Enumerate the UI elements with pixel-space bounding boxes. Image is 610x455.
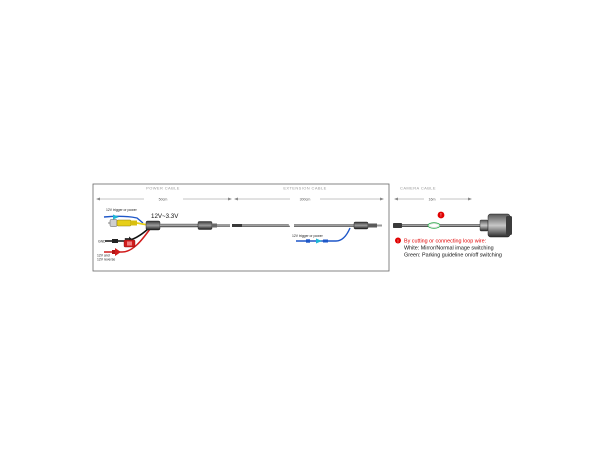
- power-cable-length: 50cm: [159, 197, 168, 201]
- note-line-2: White: Mirror/Normal image switching: [404, 246, 494, 252]
- power-cable-dimension: 50cm: [96, 197, 232, 201]
- loop-wire-note: ! By cutting or connecting loop wire: Wh…: [395, 237, 502, 259]
- fuse-holder: [123, 239, 136, 248]
- note-line-3: Green: Parking guideline on/off switchin…: [404, 253, 502, 259]
- power-cable-connector: [197, 221, 230, 230]
- gnd-wire: GND: [98, 228, 149, 246]
- reverse-power-wire: 12V and 12V reverse: [97, 228, 151, 262]
- extension-cable-dimension: 300cm: [234, 197, 384, 201]
- voltage-label: 12V~3.3V: [151, 213, 179, 220]
- wire-junction: [145, 220, 161, 231]
- rca-video-connector: [108, 219, 149, 227]
- svg-text:!: !: [397, 238, 398, 243]
- reverse-label-line1: 12V and: [97, 254, 110, 258]
- cyan-arrow-icon: [316, 238, 322, 244]
- trigger-power-ext-label: 12V trigger or power: [292, 234, 324, 238]
- camera-cable: [393, 222, 480, 229]
- extension-cable-title: EXTENSION CABLE: [283, 186, 326, 191]
- extension-cable: [232, 220, 382, 231]
- camera-cable-dimension: 16m: [394, 197, 472, 201]
- power-cable: [160, 223, 198, 228]
- camera-cable-length: 16m: [429, 197, 436, 201]
- note-warning-icon: [395, 237, 401, 244]
- power-cable-title: POWER CABLE: [146, 186, 180, 191]
- trigger-wire-top: 12V trigger or power: [103, 208, 144, 224]
- note-line-1: By cutting or connecting loop wire:: [404, 239, 486, 245]
- gnd-label: GND: [98, 240, 106, 244]
- loop-wire-warning-icon: !: [437, 211, 445, 219]
- reverse-label-line2: 12V reverse: [97, 258, 115, 262]
- camera-head: [479, 213, 512, 238]
- trigger-power-top-label: 12V trigger or power: [106, 208, 138, 212]
- cable-section-frame: [92, 183, 390, 272]
- camera-cable-title: CAMERA CABLE: [400, 186, 436, 191]
- svg-text:!: !: [440, 213, 441, 219]
- trigger-wire-extension: 12V trigger or power: [292, 227, 351, 244]
- cyan-arrow-icon: [113, 214, 119, 220]
- extension-cable-length: 300cm: [300, 197, 311, 201]
